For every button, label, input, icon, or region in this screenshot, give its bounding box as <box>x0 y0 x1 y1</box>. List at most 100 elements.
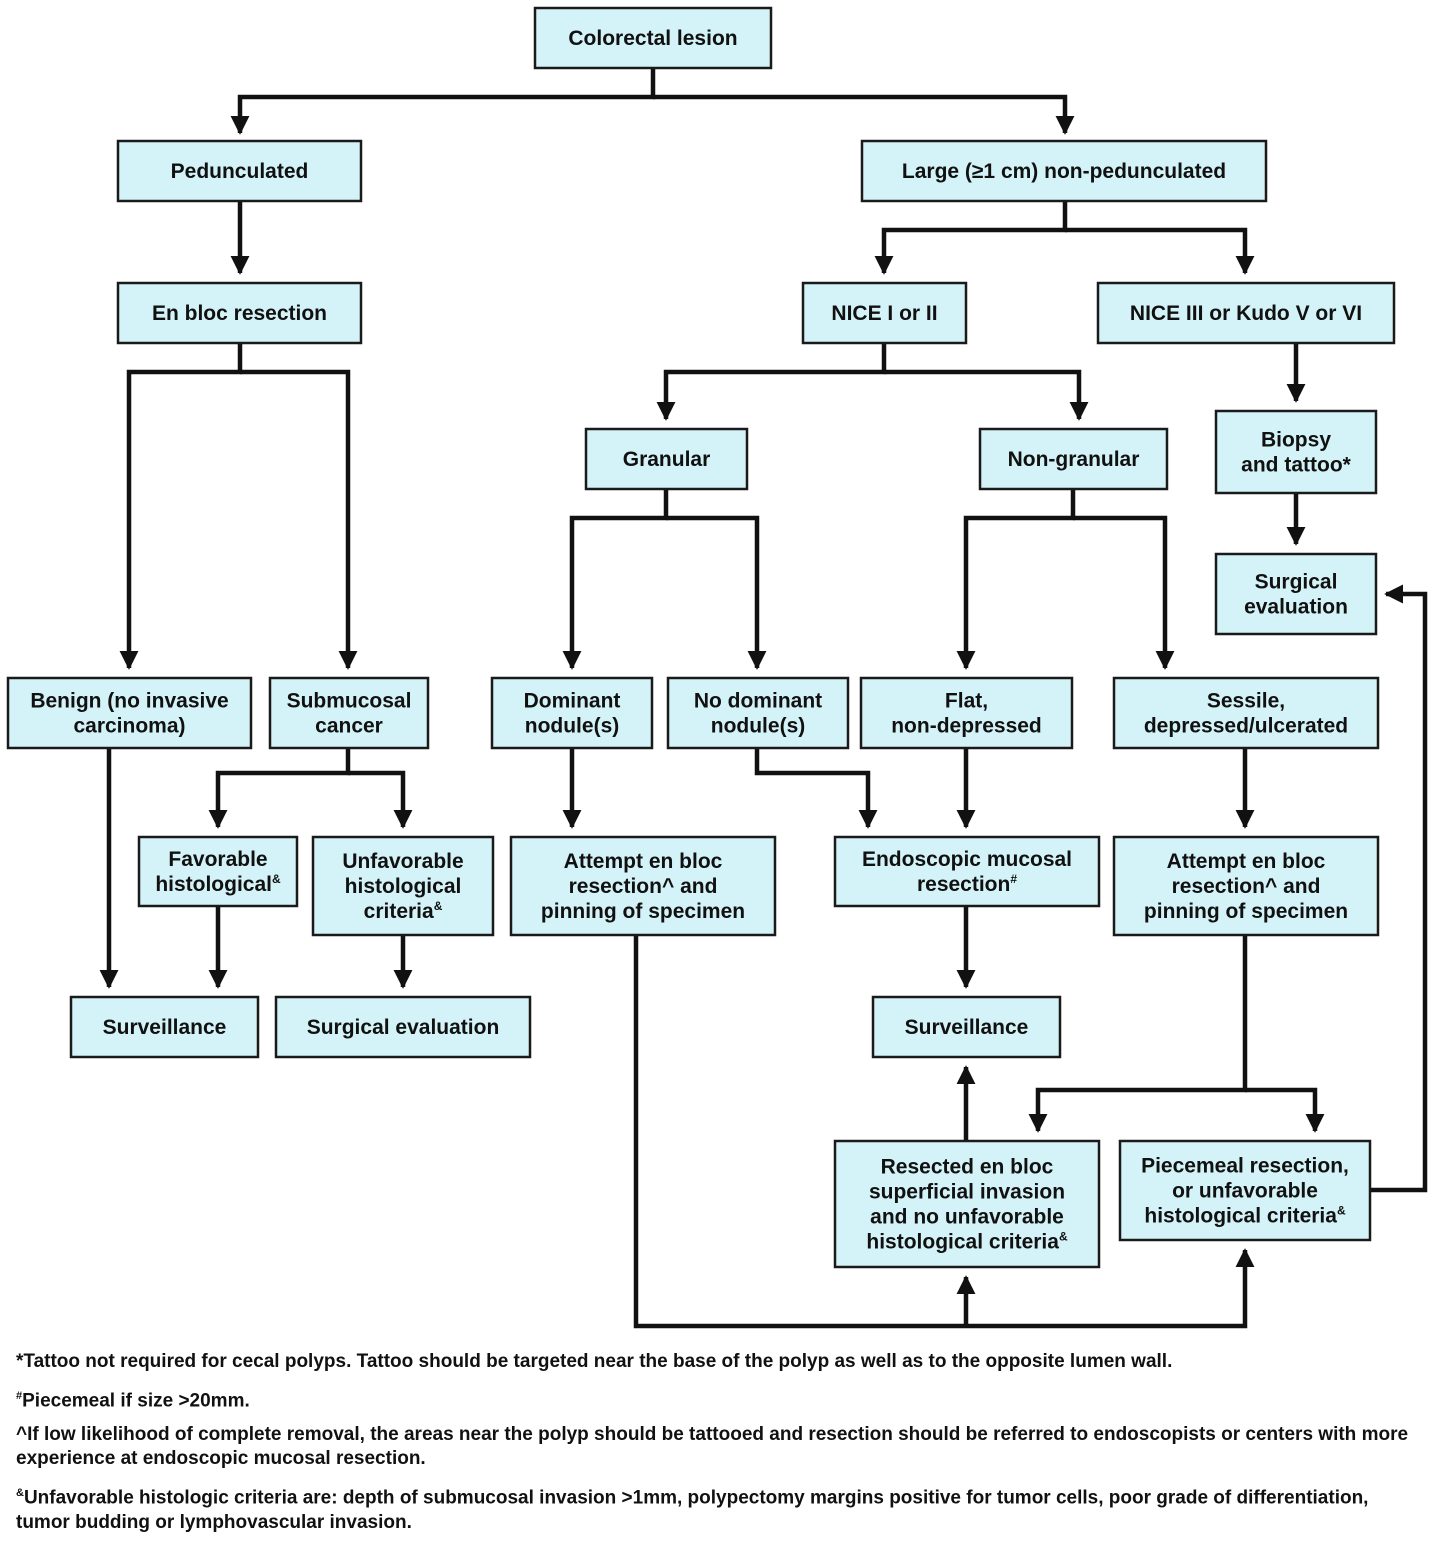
connector-nice12-split-right <box>884 369 1089 421</box>
node-label: Attempt en bloc <box>564 850 723 873</box>
node-label: No dominant <box>694 690 822 713</box>
node-label: histological& <box>155 872 281 896</box>
node-label: Pedunculated <box>171 160 309 183</box>
node-box <box>116 281 363 345</box>
node-label: non-depressed <box>891 715 1042 738</box>
node-label: criteria& <box>364 899 443 923</box>
connector-lg-split-left <box>874 201 1068 275</box>
node-en-bloc-resection: En bloc resection <box>116 281 363 345</box>
node-box <box>860 139 1268 203</box>
node-label: histological criteria& <box>1144 1204 1346 1228</box>
hash-mark: # <box>16 1390 23 1402</box>
node-label: Surgical <box>1255 571 1338 594</box>
connector-attempt-right-split-left <box>1028 935 1248 1133</box>
node-label: carcinoma) <box>73 715 185 738</box>
connector-gran-split-right <box>666 515 767 670</box>
node-label: NICE I or II <box>831 302 937 325</box>
node-label: Flat, <box>945 690 988 713</box>
node-box <box>1118 1139 1372 1242</box>
node-label: Endoscopic mucosal <box>862 848 1072 871</box>
node-label: and tattoo* <box>1241 454 1351 477</box>
node-nice-1-2: NICE I or II <box>801 281 968 345</box>
node-label: En bloc resection <box>152 302 327 325</box>
node-label: Unfavorable <box>342 850 463 873</box>
footnote-tattoo: *Tattoo not required for cecal polyps. T… <box>16 1351 1173 1372</box>
connector-nice12-split-left <box>656 343 887 421</box>
node-box <box>871 995 1062 1059</box>
node-box <box>666 676 850 750</box>
node-box <box>533 6 773 70</box>
node-label: resection# <box>917 872 1017 896</box>
connector-cl-split-right <box>653 94 1075 135</box>
node-box <box>1214 409 1378 495</box>
node-box <box>801 281 968 345</box>
node-box <box>1096 281 1396 345</box>
node-label: Colorectal lesion <box>568 27 737 50</box>
node-label: Biopsy <box>1261 429 1331 452</box>
node-label: Non-granular <box>1008 448 1140 471</box>
footnote-unfavorable: &Unfavorable histologic criteria are: de… <box>16 1481 1426 1534</box>
node-label: Sessile, <box>1207 690 1285 713</box>
connector-ngran-split-left <box>956 489 1076 670</box>
node-label: resection^ and <box>569 875 718 898</box>
footnotes: *Tattoo not required for cecal polyps. T… <box>16 1350 1426 1545</box>
node-label: Benign (no invasive <box>30 690 228 713</box>
node-label: Dominant <box>524 690 621 713</box>
connector-gran-split-left <box>562 489 669 670</box>
node-piecemeal-resection: Piecemeal resection,or unfavorablehistol… <box>1118 1139 1372 1242</box>
node-box <box>584 427 749 491</box>
connector-attempt-right-split-right <box>1245 1087 1325 1133</box>
node-label: nodule(s) <box>711 715 806 738</box>
node-label: resection^ and <box>1172 875 1321 898</box>
node-box <box>1214 552 1378 636</box>
node-label: Granular <box>623 448 711 471</box>
node-label: depressed/ulcerated <box>1144 715 1348 738</box>
connector-piecemeal-to-surg <box>1370 584 1428 1193</box>
node-label: pinning of specimen <box>541 900 745 923</box>
node-label: and no unfavorable <box>870 1206 1064 1229</box>
connector-subm-split-right <box>348 770 413 829</box>
node-box <box>1112 676 1380 750</box>
footnote-low-likelihood: ^If low likelihood of complete removal, … <box>16 1424 1409 1470</box>
node-box <box>268 676 430 750</box>
node-label: Favorable <box>168 848 267 871</box>
node-nice-3-kudo: NICE III or Kudo V or VI <box>1096 281 1396 345</box>
node-box <box>833 835 1101 908</box>
connectors <box>99 68 1428 1329</box>
node-box <box>833 1139 1101 1269</box>
node-sessile-depressed: Sessile,depressed/ulcerated <box>1112 676 1380 750</box>
node-label: Attempt en bloc <box>1167 850 1326 873</box>
node-box <box>978 427 1169 491</box>
node-label: Piecemeal resection, <box>1141 1155 1349 1178</box>
node-box <box>490 676 654 750</box>
node-surveillance-left: Surveillance <box>69 995 260 1059</box>
footnote-piecemeal: #Piecemeal if size >20mm. <box>16 1384 1426 1413</box>
node-label: histological <box>345 875 462 898</box>
connector-enbloc-split-right <box>240 369 358 670</box>
node-surveillance-mid: Surveillance <box>871 995 1062 1059</box>
node-label: evaluation <box>1244 596 1348 619</box>
node-pedunculated: Pedunculated <box>116 139 363 203</box>
node-box <box>311 835 495 937</box>
node-large-non-pedunculated: Large (≥1 cm) non-pedunculated <box>860 139 1268 203</box>
node-non-granular: Non-granular <box>978 427 1169 491</box>
node-label: Surgical evaluation <box>307 1016 500 1039</box>
node-label: Surveillance <box>103 1016 227 1039</box>
footnote-unfavorable-text: Unfavorable histologic criteria are: dep… <box>16 1487 1369 1533</box>
node-label: or unfavorable <box>1172 1180 1318 1203</box>
node-box <box>116 139 363 203</box>
node-label: histological criteria& <box>866 1230 1068 1254</box>
node-surgical-eval-left: Surgical evaluation <box>274 995 532 1059</box>
connector-cl-split-left <box>230 68 656 135</box>
